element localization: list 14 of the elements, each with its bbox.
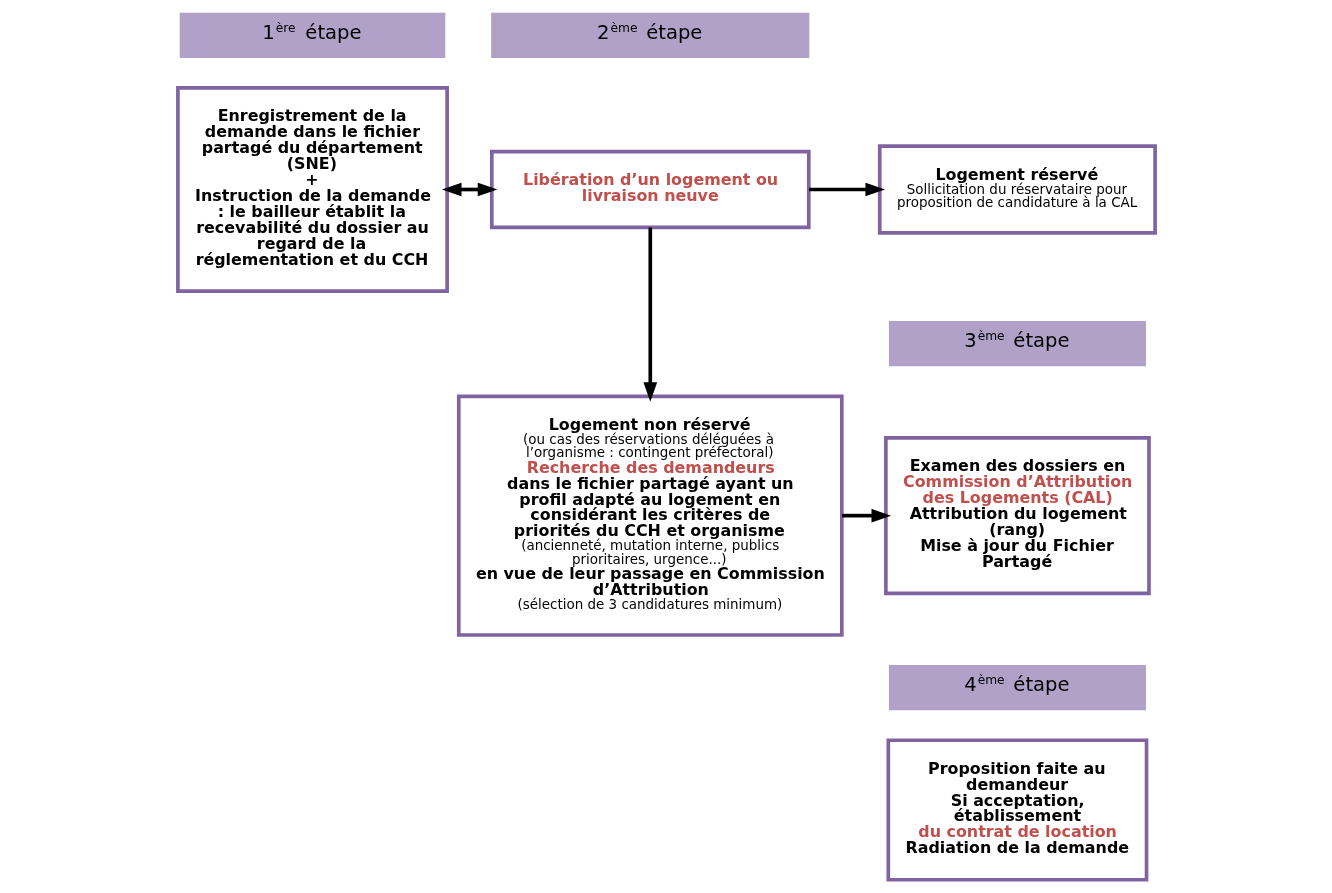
node-box: Logement non réservé (ou cas des réservations déléguées à l’organisme : contingent préfectoral) Recherche des demandeurs dans le fichier partagé ayant un profil adapté au logement en considérant les critères de priorités du CCH et organisme (ancienneté, mutation interne, publics prioritaires, urgence...) en vue de leur passage en Commission d’Attribution (sélection de 3 candidatures minimum) [456,394,844,637]
node-box: Logement réservé Sollicitation du réservataire pour proposition de candidature à la CAL [877,144,1157,235]
arrow [841,508,891,523]
node-box: 1$^{ère}$ étape [179,12,445,58]
arrow [642,227,657,402]
arrow [441,182,497,197]
node-box: Proposition faite au demandeur Si acceptation, établissement du contrat de location Radiation de la demande [885,738,1148,882]
arrow [808,182,885,197]
node-box: 3$^{ème}$ étape [888,321,1146,367]
node-box: Enregistrement de la demande dans le fichier partagé du département (SNE) + Instruction de la demande : le bailleur établit la recevabilité du dossier au regard de la réglementation et du CCH [175,86,449,293]
node-box: 4$^{ème}$ étape [888,664,1146,711]
node-box: Libération d’un logement ou livraison neuve [489,149,811,230]
node-box: Examen des dossiers en Commission d’Attribution des Logements (CAL) Attribution du logement (rang) Mise à jour du Fichier Partagé [883,436,1151,596]
node-box: 2$^{ème}$ étape [490,12,809,58]
